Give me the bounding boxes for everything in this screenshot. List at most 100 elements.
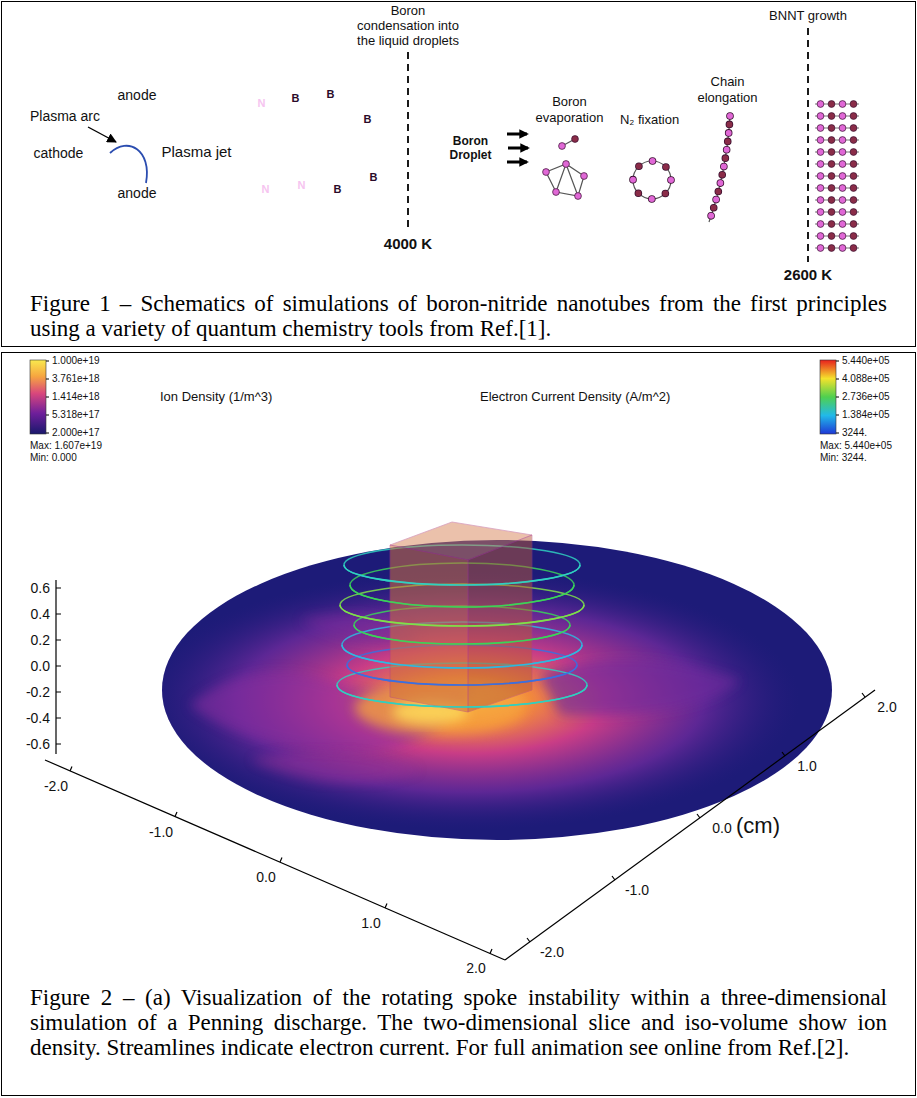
text-holder: -2.0 bbox=[44, 778, 68, 795]
text-holder: Max: 1.607e+19 bbox=[30, 440, 102, 452]
atom-symbol: N bbox=[252, 94, 272, 114]
atom-symbol-outline bbox=[321, 85, 340, 104]
electrode-label: anode bbox=[118, 87, 157, 104]
bn-ring bbox=[633, 161, 671, 199]
colorbar-tick: 1.384e+05 bbox=[842, 409, 890, 421]
axis-tick-label: 2.0 bbox=[877, 699, 896, 716]
atom-symbol-outline bbox=[256, 180, 275, 199]
atom-symbol-outline bbox=[252, 94, 271, 113]
text-holder: N₂ fixation bbox=[620, 112, 679, 128]
atom-symbol: B bbox=[358, 110, 378, 130]
colorbar-tick: 1.000e+19 bbox=[52, 355, 100, 367]
atom-symbol-outline bbox=[364, 168, 383, 187]
text-holder: Min: 0.000 bbox=[30, 452, 77, 464]
atom-label: B bbox=[364, 113, 372, 126]
text-holder: BNNT growth bbox=[769, 8, 847, 24]
atom-symbol: B bbox=[321, 85, 341, 105]
colorbar-tick: 5.318e+17 bbox=[52, 409, 100, 421]
text-holder: 4.088e+05 bbox=[842, 373, 890, 385]
temperature-boundary bbox=[807, 28, 809, 262]
text-holder: Figure 2 – (a) Visualization of the rota… bbox=[30, 985, 887, 1060]
atom-symbol-outline bbox=[286, 89, 305, 108]
colorbar-tick: 5.440e+05 bbox=[842, 355, 890, 367]
atom-symbol: B bbox=[328, 180, 348, 200]
atom-label: B bbox=[292, 92, 300, 105]
jet-label: Plasma jet bbox=[162, 143, 232, 161]
atom-label: N bbox=[262, 183, 270, 196]
axis-tick-label: -0.4 bbox=[26, 710, 50, 727]
colorbar-tick: 2.736e+05 bbox=[842, 391, 890, 403]
axis-tick-label: 0.6 bbox=[31, 580, 50, 597]
axis-tick-label: 0.0 bbox=[712, 820, 731, 837]
text-holder: 2600 K bbox=[784, 266, 832, 284]
axis-tick-label: 0.2 bbox=[31, 632, 50, 649]
temperature-label: 4000 K bbox=[384, 235, 432, 253]
axis-tick-label: -2.0 bbox=[44, 778, 68, 795]
text-holder: 0.4 bbox=[31, 606, 50, 623]
streamlines-front bbox=[337, 565, 587, 707]
text-holder: Boron condensation into the liquid dropl… bbox=[355, 3, 461, 48]
process-step-label: Boron evaporation bbox=[530, 94, 610, 126]
colorbar-range: Min: 3244. bbox=[820, 452, 867, 464]
text-holder: 0.0 bbox=[31, 658, 50, 675]
text-holder: 3244. bbox=[842, 427, 867, 439]
text-holder: B bbox=[292, 92, 300, 105]
axis-tick-label: 0.0 bbox=[31, 658, 50, 675]
text-holder: B bbox=[327, 88, 335, 101]
stage-note: Boron condensation into the liquid dropl… bbox=[355, 3, 461, 48]
colorbar-title: Electron Current Density (A/m^2) bbox=[480, 389, 670, 405]
colorbar-tick: 4.088e+05 bbox=[842, 373, 890, 385]
text-holder: cathode bbox=[34, 145, 84, 162]
text-holder: Electron Current Density (A/m^2) bbox=[480, 389, 670, 405]
boron-droplet: Boron Droplet bbox=[438, 115, 504, 181]
reaction-zone: N B B B N N B B Boron Droplet Boron evaporationN₂… bbox=[237, 35, 862, 262]
text-holder: 5.440e+05 bbox=[842, 355, 890, 367]
axis-tick-label: -0.2 bbox=[26, 684, 50, 701]
figure-1-drawing bbox=[88, 28, 859, 262]
text-holder: -0.6 bbox=[26, 736, 50, 753]
colorbar-range: Max: 5.440e+05 bbox=[820, 440, 892, 452]
atom-label: B bbox=[327, 88, 335, 101]
text-holder: 4000 K bbox=[384, 235, 432, 253]
boron-cluster bbox=[543, 161, 588, 200]
atom-symbol-outline bbox=[358, 110, 377, 129]
evaporation-arrows bbox=[507, 134, 528, 162]
atom-symbol: N bbox=[256, 180, 276, 200]
atom-label: B bbox=[334, 183, 342, 196]
figure-caption: Figure 1 – Schematics of simulations of … bbox=[30, 291, 887, 341]
text-holder: 0.0 bbox=[712, 820, 731, 837]
process-step-label: N₂ fixation bbox=[620, 112, 679, 128]
text-holder: Ion Density (1/m^3) bbox=[160, 389, 272, 405]
text-holder: 0.6 bbox=[31, 580, 50, 597]
plasma-jet: Plasma jet bbox=[110, 118, 398, 186]
text-holder: Min: 3244. bbox=[820, 452, 867, 464]
anode-electrode: anode bbox=[103, 85, 172, 106]
axis-tick-label: -1.0 bbox=[149, 824, 173, 841]
colorbar-range: Min: 0.000 bbox=[30, 452, 77, 464]
text-holder: -0.2 bbox=[26, 684, 50, 701]
atom-label: N bbox=[298, 179, 306, 192]
text-holder: anode bbox=[118, 87, 157, 104]
electrode-label: anode bbox=[118, 185, 157, 202]
leader-arrow bbox=[88, 127, 116, 142]
text-holder: 0.0 bbox=[256, 869, 275, 886]
callout-label: Plasma arc bbox=[30, 108, 100, 125]
text-holder: 1.0 bbox=[797, 758, 816, 775]
text-holder: B bbox=[364, 113, 372, 126]
atom-symbol: B bbox=[364, 168, 384, 188]
text-holder: B bbox=[370, 171, 378, 184]
axis-tick-label: 0.0 bbox=[256, 869, 275, 886]
text-holder: 3.761e+18 bbox=[52, 373, 100, 385]
boron-droplet-outline bbox=[438, 115, 503, 180]
plot-axes bbox=[45, 580, 875, 960]
axis-tick-label: -2.0 bbox=[540, 944, 564, 961]
text-holder: 5.318e+17 bbox=[52, 409, 100, 421]
electrode-label: cathode bbox=[34, 145, 84, 162]
text-holder: 1.000e+19 bbox=[52, 355, 100, 367]
text-holder: 1.384e+05 bbox=[842, 409, 890, 421]
axis-tick-label: -1.0 bbox=[625, 882, 649, 899]
text-holder: Boron evaporation bbox=[530, 94, 610, 126]
colorbar-tick: 3.761e+18 bbox=[52, 373, 100, 385]
cathode-electrode-outline bbox=[20, 143, 109, 164]
